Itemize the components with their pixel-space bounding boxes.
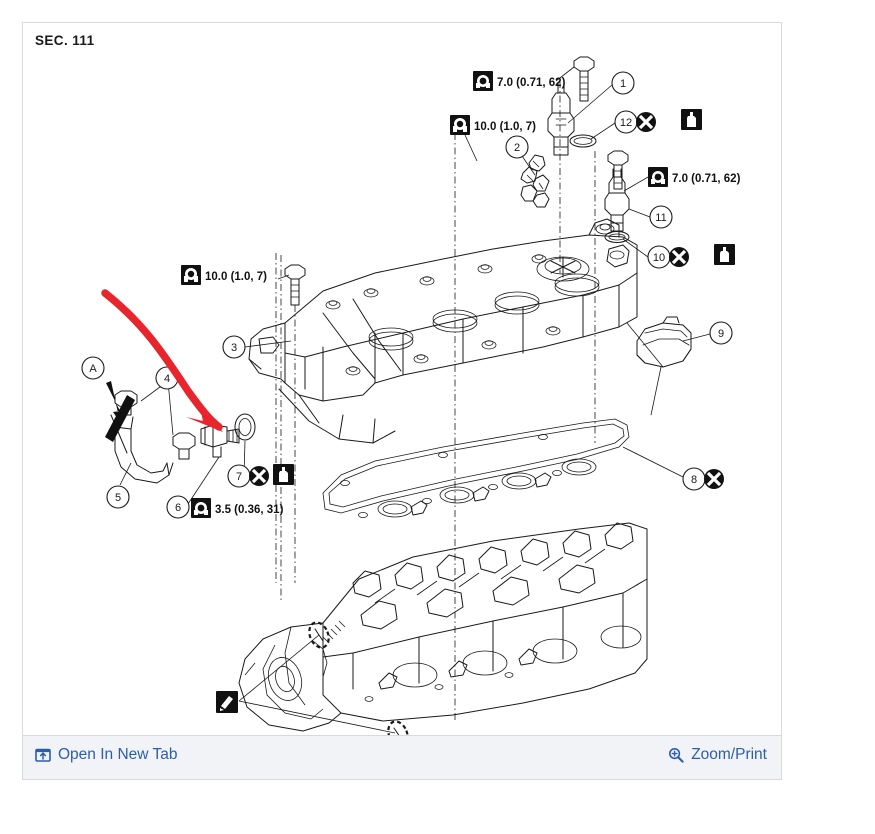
svg-text:10: 10	[653, 252, 665, 264]
callout-balloons: 1 2 3 4 5 6 7 8 9 10 11 12 A	[81, 71, 733, 519]
magnifier-plus-icon	[669, 747, 684, 763]
section-label: SEC. 111	[35, 33, 95, 48]
svg-text:4: 4	[164, 373, 170, 385]
open-in-new-tab-link[interactable]: Open In New Tab	[35, 746, 177, 764]
torque-icon-group	[181, 71, 668, 518]
svg-text:1: 1	[620, 78, 626, 90]
no-reuse-icon-group	[249, 112, 724, 489]
svg-text:9: 9	[718, 328, 724, 340]
svg-text:2: 2	[514, 142, 520, 154]
svg-text:6: 6	[175, 502, 181, 514]
liquid-gasket-icon	[216, 691, 238, 713]
svg-text:12: 12	[620, 117, 632, 129]
lubricant-icon-group	[273, 109, 735, 485]
zoom-print-link[interactable]: Zoom/Print	[668, 746, 767, 764]
torque-text-5: 3.5 (0.36, 31)	[215, 504, 284, 516]
engine-cylinder-head-figure: .ln{fill:none;stroke:#1a1a1a;stroke-widt…	[81, 56, 741, 737]
open-in-new-window-icon	[35, 748, 51, 762]
torque-text-3: 7.0 (0.71, 62)	[672, 173, 741, 185]
svg-text:3: 3	[231, 342, 237, 354]
diagram-canvas[interactable]: SEC. 111 .ln{fill:none;stroke:#1a1a1a;st…	[23, 23, 781, 737]
viewer-footer-toolbar: Open In New Tab Zoom/Print	[23, 735, 781, 779]
zoom-print-label: Zoom/Print	[691, 746, 767, 763]
torque-text-4: 10.0 (1.0, 7)	[205, 271, 267, 283]
svg-text:5: 5	[115, 492, 121, 504]
torque-text-2: 10.0 (1.0, 7)	[474, 121, 536, 133]
svg-text:7: 7	[236, 471, 242, 483]
diagram-viewer: SEC. 111 .ln{fill:none;stroke:#1a1a1a;st…	[22, 22, 782, 780]
svg-text:11: 11	[655, 212, 666, 224]
svg-text:8: 8	[691, 474, 697, 486]
torque-text-1: 7.0 (0.71, 62)	[497, 77, 566, 89]
open-in-new-tab-label: Open In New Tab	[58, 746, 178, 763]
svg-text:A: A	[89, 363, 97, 375]
red-annotation-arrow	[101, 289, 223, 432]
